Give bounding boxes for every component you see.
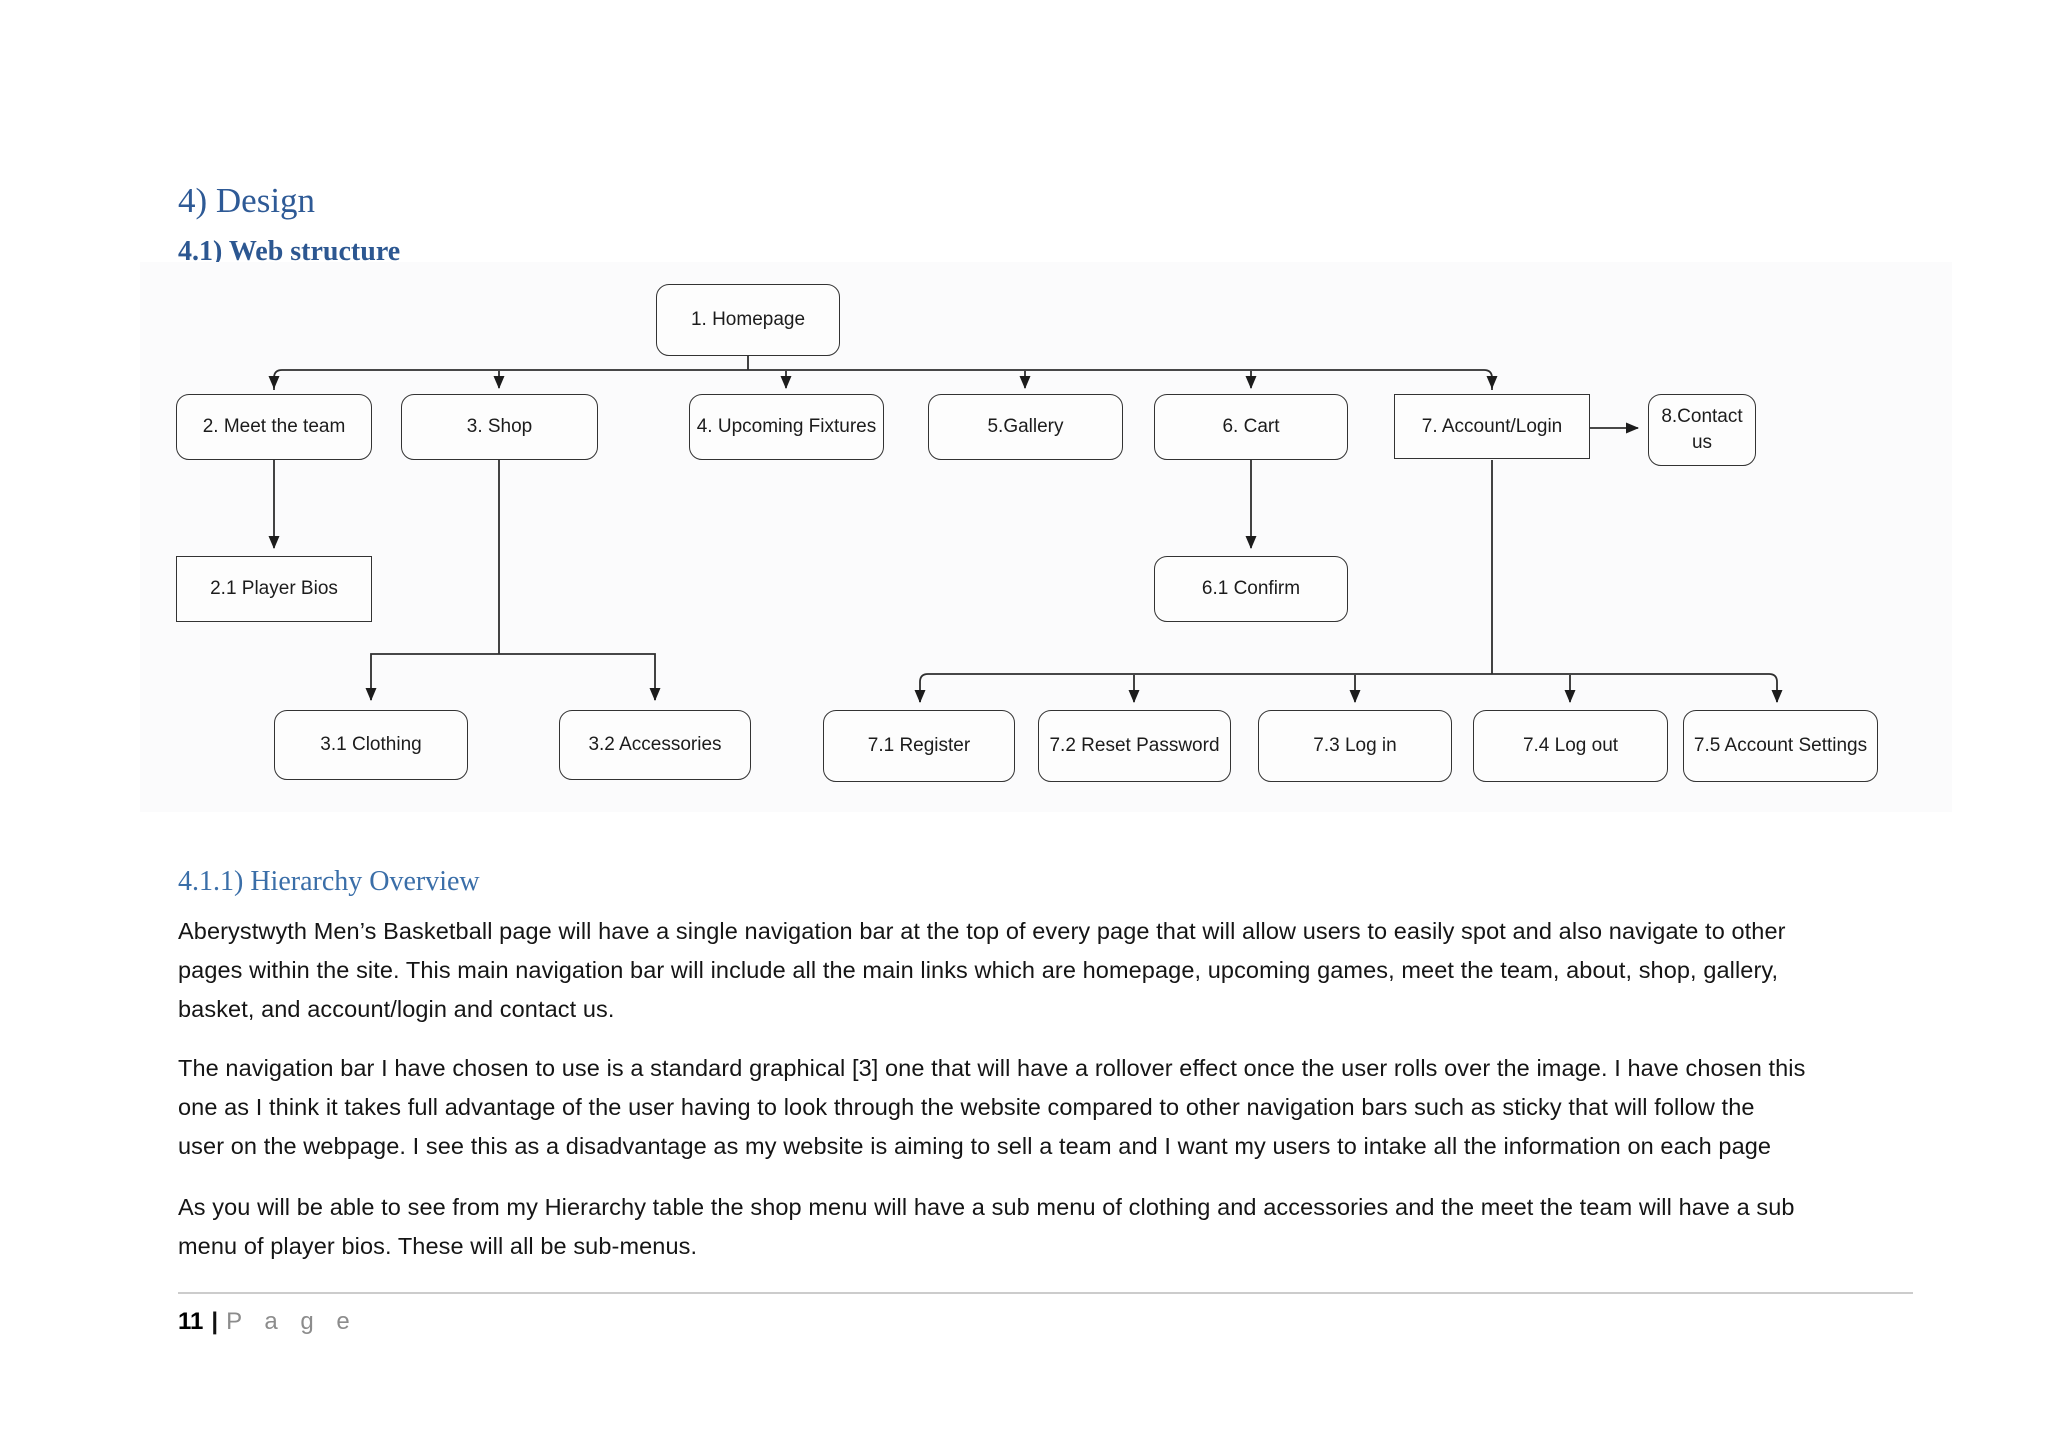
- footer-divider: [178, 1292, 1913, 1294]
- diagram-node-clothing: 3.1 Clothing: [274, 710, 468, 780]
- subsection-heading: 4.1) Web structure: [178, 236, 401, 267]
- diagram-node-homepage: 1. Homepage: [656, 284, 840, 356]
- paragraph-line: menu of player bios. These will all be s…: [178, 1233, 698, 1259]
- diagram-node-register: 7.1 Register: [823, 710, 1015, 782]
- diagram-node-account-login: 7. Account/Login: [1394, 394, 1590, 459]
- paragraph-line: one as I think it takes full advantage o…: [178, 1094, 1755, 1120]
- diagram-node-contact-us: 8.Contact us: [1648, 394, 1756, 466]
- footer-separator: |: [211, 1308, 219, 1335]
- diagram-node-gallery: 5.Gallery: [928, 394, 1123, 460]
- paragraph-line: The navigation bar I have chosen to use …: [178, 1055, 1806, 1081]
- diagram-node-reset-password: 7.2 Reset Password: [1038, 710, 1231, 782]
- diagram-node-meet-the-team: 2. Meet the team: [176, 394, 372, 460]
- overview-heading: 4.1.1) Hierarchy Overview: [178, 866, 480, 897]
- diagram-node-confirm: 6.1 Confirm: [1154, 556, 1348, 622]
- paragraph-line: pages within the site. This main navigat…: [178, 957, 1779, 983]
- footer-page-label: P a g e: [226, 1308, 358, 1335]
- diagram-node-log-in: 7.3 Log in: [1258, 710, 1452, 782]
- section-heading: 4) Design: [178, 181, 316, 220]
- page-footer: 11 | P a g e: [178, 1308, 358, 1336]
- paragraph-line: Aberystwyth Men’s Basketball page will h…: [178, 918, 1786, 944]
- diagram-node-log-out: 7.4 Log out: [1473, 710, 1668, 782]
- diagram-node-account-settings: 7.5 Account Settings: [1683, 710, 1878, 782]
- paragraph-line: user on the webpage. I see this as a dis…: [178, 1133, 1772, 1159]
- page-number: 11: [178, 1308, 204, 1335]
- diagram-node-shop: 3. Shop: [401, 394, 598, 460]
- paragraph-line: basket, and account/login and contact us…: [178, 996, 615, 1022]
- diagram-node-upcoming-fixtures: 4. Upcoming Fixtures: [689, 394, 884, 460]
- diagram-node-cart: 6. Cart: [1154, 394, 1348, 460]
- paragraph-line: As you will be able to see from my Hiera…: [178, 1194, 1795, 1220]
- diagram-node-player-bios: 2.1 Player Bios: [176, 556, 372, 622]
- diagram-node-accessories: 3.2 Accessories: [559, 710, 751, 780]
